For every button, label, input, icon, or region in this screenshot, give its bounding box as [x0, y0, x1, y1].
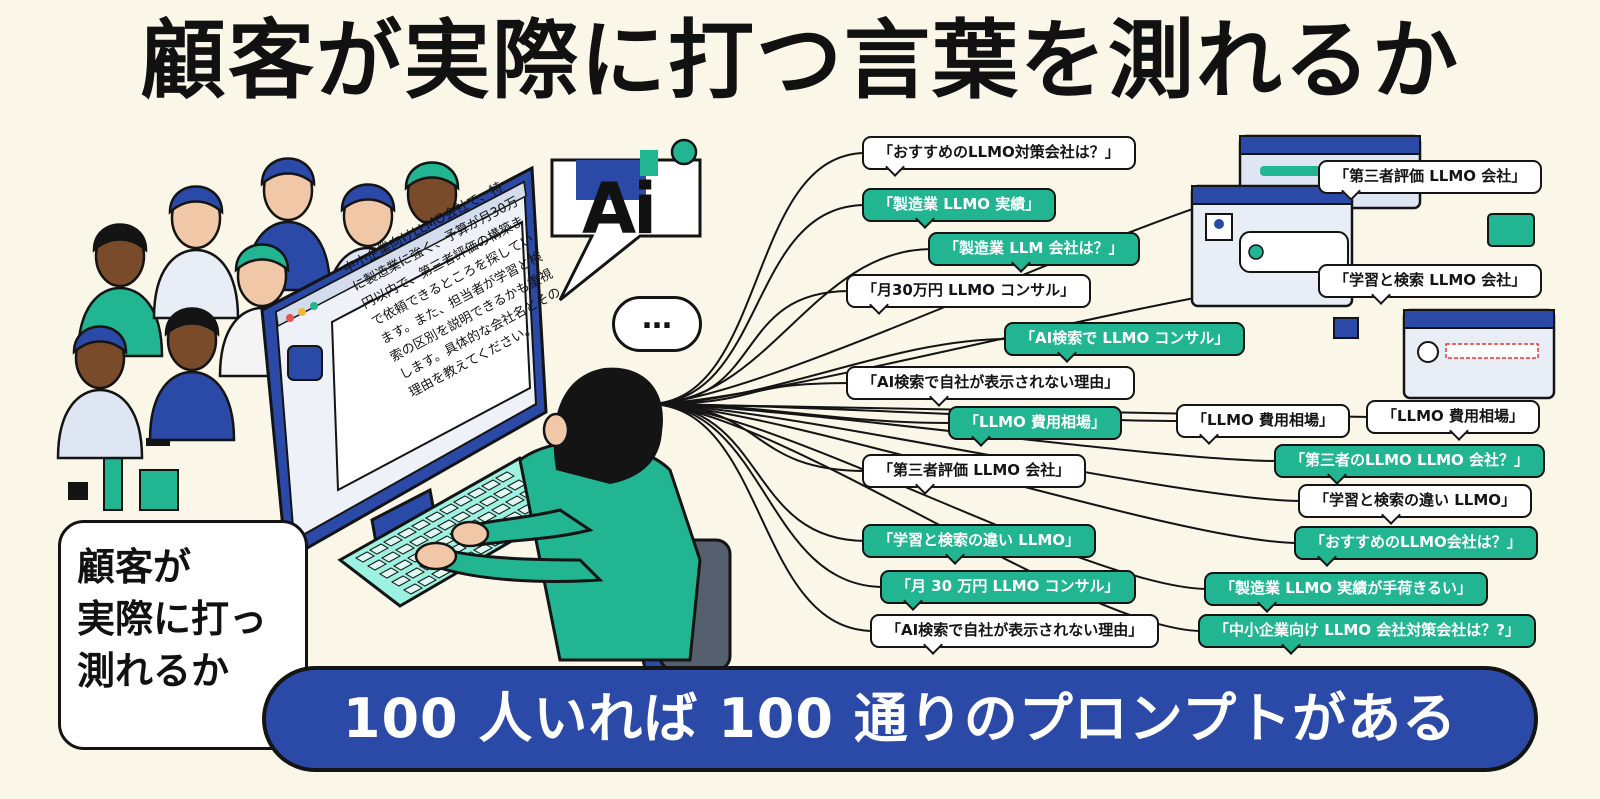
prompt-bubble-text: 「中小企業向け LLMO 会社対策会社は？?」: [1214, 621, 1520, 639]
keyboard-key: [382, 535, 404, 547]
prompt-bubble-text: 「おすすめのLLMO会社は？」: [1310, 533, 1522, 551]
prompt-bubble: 「第三者評価 LLMO 会社」: [862, 454, 1087, 495]
prompt-bubble: 「第三者のLLMO LLMO 会社？」: [1274, 444, 1546, 485]
prompt-bubble: 「学習と検索 LLMO 会社」: [1318, 264, 1543, 305]
keyboard-key: [480, 479, 502, 491]
keyboard-key: [366, 559, 388, 571]
keyboard-key: [478, 495, 500, 507]
prompt-bubble: 「LLMO 費用相場」: [1176, 404, 1351, 445]
prompt-bubble-text: 「第三者評価 LLMO 会社」: [878, 461, 1071, 479]
keyboard-key: [394, 543, 416, 555]
prompt-bubble: 「製造業 LLMO 実績」: [862, 188, 1057, 229]
keyboard-key: [392, 559, 414, 571]
prompt-bubble: 「製造業 LLMO 実績が手荷きるい」: [1204, 572, 1488, 613]
prompt-bubble: 「おすすめのLLMO会社は？」: [1294, 526, 1538, 567]
keyboard-key: [396, 527, 418, 539]
keyboard-key: [404, 567, 426, 579]
thinking-bubble: …: [612, 296, 702, 352]
keyboard-key: [378, 567, 400, 579]
person-icon: [56, 325, 144, 460]
keyboard-key: [380, 551, 402, 563]
keyboard-key: [464, 503, 486, 515]
prompt-bubble: 「AI検索で LLMO コンサル」: [1004, 322, 1246, 363]
prompt-bubble-text: 「学習と検索 LLMO 会社」: [1334, 271, 1527, 289]
decorative-bars: [68, 438, 179, 511]
keyboard-key: [492, 487, 514, 499]
prompt-bubble-text: 「学習と検索の違い LLMO」: [878, 531, 1081, 549]
keyboard-key: [452, 495, 474, 507]
keyboard-key: [490, 503, 512, 515]
prompt-bubble-text: 「AI検索で自社が表示されない理由」: [862, 373, 1120, 391]
keyboard-key: [476, 511, 498, 523]
keyboard-key: [466, 487, 488, 499]
prompt-bubble: 「LLMO 費用相場」: [948, 406, 1123, 447]
small-window-icon: [1333, 317, 1359, 339]
connection-line: [647, 204, 867, 405]
person-icon: [244, 157, 332, 292]
keyboard-key: [494, 471, 516, 483]
monitor: [260, 165, 548, 584]
prompt-bubble: 「月30万円 LLMO コンサル」: [846, 274, 1092, 315]
prompt-bubble: 「AI検索で自社が表示されない理由」: [870, 614, 1160, 655]
keyboard-key: [422, 527, 444, 539]
connection-line: [647, 403, 1209, 590]
left-speech-bubble: 顧客が 実際に打っ 測れるか: [58, 520, 308, 750]
bottom-banner: 100 人いれば 100 通りのプロンプトがある: [262, 666, 1538, 772]
ai-speech-bubble: [550, 138, 702, 302]
browser-window-3: [1402, 308, 1556, 400]
keyboard-key: [354, 551, 376, 563]
crowd-of-customers: [56, 157, 476, 460]
prompt-bubble-text: 「月 30 万円 LLMO コンサル」: [896, 577, 1120, 595]
connection-line: [647, 382, 851, 405]
keyboard-key: [436, 519, 458, 531]
connection-line: [647, 152, 867, 405]
prompt-bubble: 「学習と検索の違い LLMO」: [862, 524, 1097, 565]
keyboard-key: [504, 495, 526, 507]
prompt-bubble: 「中小企業向け LLMO 会社対策会社は？?」: [1198, 614, 1536, 655]
typing-person: [414, 367, 732, 682]
keyboard-key: [450, 511, 472, 523]
prompt-bubble: 「学習と検索の違い LLMO」: [1298, 484, 1533, 525]
prompt-bubble-text: 「第三者のLLMO LLMO 会社？」: [1290, 451, 1530, 469]
prompt-bubble-text: 「AI検索で自社が表示されない理由」: [886, 621, 1144, 639]
ai-logo: Ai: [582, 168, 657, 250]
keyboard-key: [438, 503, 460, 515]
prompt-bubble: 「月 30 万円 LLMO コンサル」: [880, 570, 1136, 611]
keyboard-key: [416, 575, 438, 587]
prompt-bubble-text: 「おすすめのLLMO対策会社は？」: [878, 143, 1120, 161]
prompt-bubble-text: 「LLMO 費用相場」: [1192, 411, 1335, 429]
connection-line: [647, 403, 885, 588]
prompt-bubble-text: 「月30万円 LLMO コンサル」: [862, 281, 1076, 299]
prompt-bubble-text: 「LLMO 費用相場」: [964, 413, 1107, 431]
browser-window-2: [1190, 184, 1354, 308]
keyboard-key: [410, 519, 432, 531]
prompt-bubble-text: 「AI検索で LLMO コンサル」: [1020, 329, 1230, 347]
prompt-bubble-text: 「第三者評価 LLMO 会社」: [1334, 167, 1527, 185]
keyboard-key: [390, 575, 412, 587]
keyboard-key: [402, 583, 424, 595]
keyboard-key: [368, 543, 390, 555]
keyboard-key: [424, 511, 446, 523]
chat-icon-right: [1487, 213, 1535, 247]
prompt-bubble-text: 「製造業 LLMO 実績」: [878, 195, 1041, 213]
prompt-bubble: 「第三者評価 LLMO 会社」: [1318, 160, 1543, 201]
prompt-bubble-text: 「製造業 LLMO 実績が手荷きるい」: [1220, 579, 1472, 597]
prompt-bubble: 「LLMO 費用相場」: [1366, 400, 1541, 441]
connection-line: [647, 403, 875, 632]
prompt-bubble-text: 「LLMO 費用相場」: [1382, 407, 1525, 425]
keyboard-key: [408, 535, 430, 547]
prompt-bubble: 「おすすめのLLMO対策会社は？」: [862, 136, 1136, 177]
prompt-bubble-text: 「学習と検索の違い LLMO」: [1314, 491, 1517, 509]
prompt-bubble: 「AI検索で自社が表示されない理由」: [846, 366, 1136, 407]
prompt-bubble-text: 「製造業 LLM 会社は？」: [944, 239, 1124, 257]
prompt-bubble: 「製造業 LLM 会社は？」: [928, 232, 1140, 273]
page-title: 顧客が実際に打つ言葉を測れるか: [140, 11, 1460, 111]
person-icon: [148, 307, 236, 442]
person-icon: [152, 185, 240, 320]
connection-line: [647, 403, 1303, 502]
